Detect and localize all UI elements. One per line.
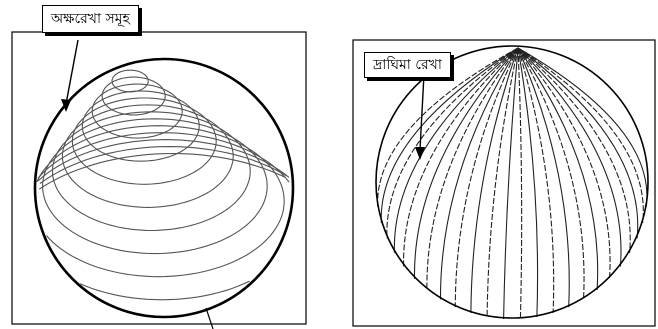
longitude-line — [518, 48, 554, 313]
latitude-line — [37, 140, 289, 182]
latitude-label: অক্ষরেখা সমূহ — [42, 5, 139, 33]
latitude-globe-svg — [0, 0, 310, 329]
longitude-line — [504, 48, 518, 319]
longitude-diagram: দ্রাঘিমা রেখা — [340, 0, 658, 329]
globe-outline — [35, 59, 293, 317]
globe-axis-stub — [206, 308, 213, 329]
latitude-diagram: অক্ষরেখা সমূহ — [0, 0, 310, 329]
longitude-arrowhead — [415, 147, 425, 160]
latitude-lines — [37, 70, 289, 300]
longitude-line — [471, 48, 518, 313]
globe-outline — [376, 46, 648, 318]
longitude-globe-svg — [340, 0, 658, 329]
longitude-line — [440, 48, 518, 299]
longitude-line — [518, 48, 598, 290]
latitude-line — [43, 119, 268, 254]
longitude-pointer-line — [420, 74, 424, 150]
longitude-label: দ্রাঘিমা রেখা — [364, 52, 451, 78]
left-frame — [12, 32, 306, 324]
longitude-line — [518, 48, 584, 299]
longitude-line — [518, 48, 522, 319]
longitude-line — [487, 48, 518, 317]
longitude-lines — [378, 48, 647, 319]
latitude-line — [112, 70, 148, 92]
